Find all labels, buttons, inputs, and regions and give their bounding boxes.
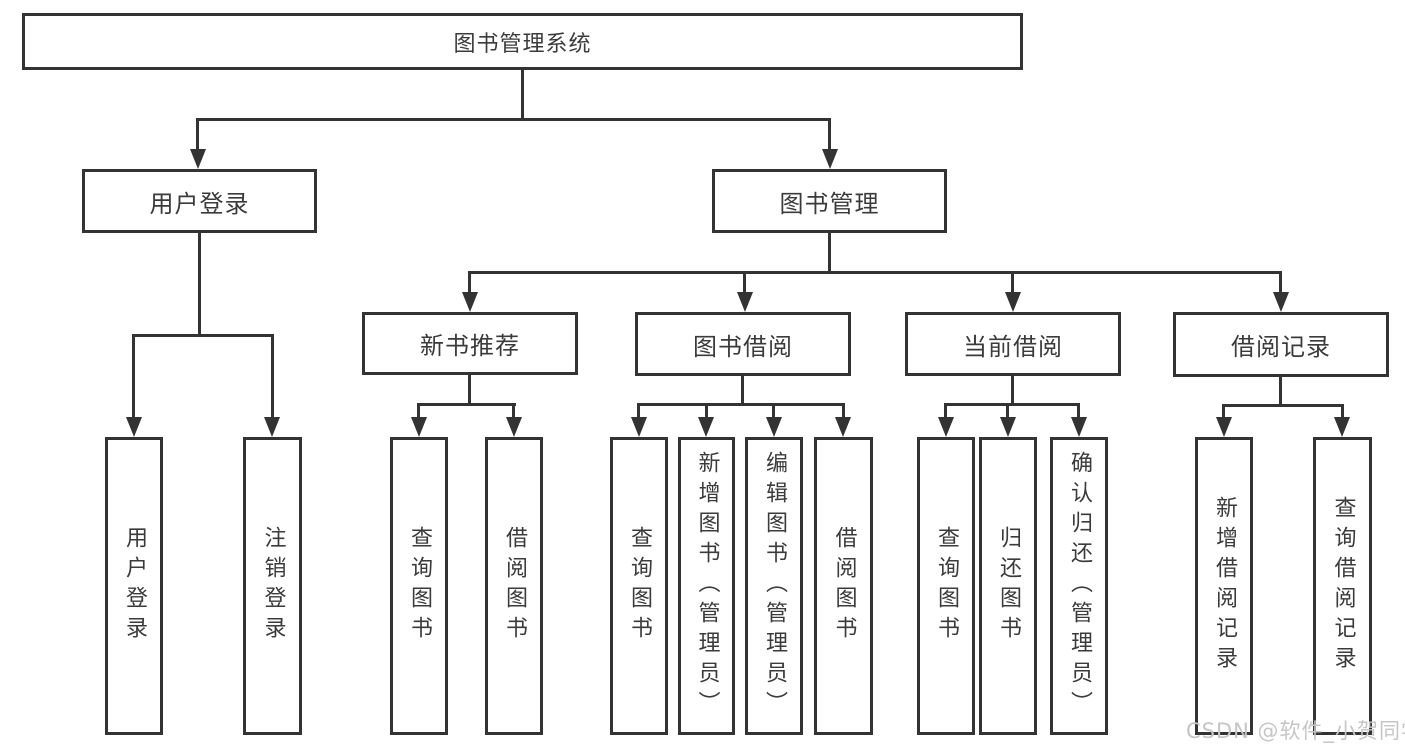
connector-line	[132, 334, 273, 337]
node-label: 图书管理系统	[453, 31, 592, 57]
node-label: 图书借阅	[693, 332, 793, 361]
node-root: 图书管理系统	[22, 13, 1023, 70]
node-label: 注销登录	[260, 526, 286, 646]
leaf-query-book-2: 查询图书	[610, 437, 668, 735]
leaf-add-borrow-record: 新增借阅记录	[1195, 437, 1253, 735]
arrow-down-icon	[506, 417, 522, 437]
connector-line	[743, 271, 746, 294]
node-label: 确认归还（管理员）	[1067, 451, 1092, 721]
arrow-down-icon	[698, 417, 714, 437]
connector-line	[1011, 376, 1014, 405]
connector-line	[1279, 377, 1282, 405]
arrow-down-icon	[190, 149, 206, 169]
node-label: 当前借阅	[963, 332, 1063, 361]
node-label: 用户登录	[122, 526, 147, 646]
leaf-confirm-return-admin: 确认归还（管理员）	[1050, 437, 1108, 735]
node-book-management: 图书管理	[712, 169, 947, 233]
connector-line	[417, 403, 420, 419]
connector-line	[132, 334, 135, 419]
connector-line	[468, 271, 1281, 274]
connector-line	[944, 403, 1080, 406]
leaf-return-book: 归还图书	[979, 437, 1037, 735]
arrow-down-icon	[126, 417, 142, 437]
node-label: 借阅记录	[1231, 333, 1331, 361]
connector-line	[521, 70, 524, 118]
node-label: 借阅图书	[831, 526, 857, 646]
arrow-down-icon	[411, 417, 427, 437]
connector-line	[637, 403, 845, 406]
connector-line	[772, 403, 775, 419]
node-label: 图书管理	[779, 189, 880, 218]
arrow-down-icon	[1216, 417, 1232, 437]
watermark: CSDN @软件_小贺同学	[1186, 719, 1405, 743]
leaf-query-book-1: 查询图书	[390, 437, 448, 735]
connector-line	[1077, 403, 1080, 419]
arrow-down-icon	[1334, 417, 1350, 437]
arrow-down-icon	[264, 417, 280, 437]
node-borrow-record: 借阅记录	[1173, 312, 1389, 377]
connector-line	[842, 403, 845, 419]
node-current-borrow: 当前借阅	[905, 312, 1121, 376]
connector-line	[196, 118, 199, 152]
arrow-down-icon	[1005, 292, 1021, 312]
arrow-down-icon	[631, 417, 647, 437]
connector-line	[741, 376, 744, 405]
connector-line	[828, 233, 831, 273]
leaf-borrow-book-1: 借阅图书	[485, 437, 543, 735]
arrow-down-icon	[1273, 292, 1289, 312]
leaf-edit-book-admin: 编辑图书（管理员）	[745, 437, 803, 735]
connector-line	[1341, 404, 1344, 419]
node-user-login: 用户登录	[82, 169, 317, 233]
leaf-query-borrow-record: 查询借阅记录	[1313, 437, 1372, 735]
leaf-query-book-3: 查询图书	[917, 437, 975, 735]
connector-line	[705, 403, 708, 419]
arrow-down-icon	[737, 292, 753, 312]
arrow-down-icon	[462, 292, 478, 312]
leaf-user-login: 用户登录	[105, 437, 163, 735]
node-label: 新增借阅记录	[1212, 496, 1237, 676]
connector-line	[468, 375, 471, 406]
node-label: 用户登录	[149, 189, 250, 218]
node-label: 新增图书（管理员）	[694, 451, 720, 721]
connector-line	[828, 118, 831, 152]
leaf-borrow-book-2: 借阅图书	[814, 437, 873, 735]
node-book-borrow: 图书借阅	[635, 312, 851, 376]
leaf-add-book-admin: 新增图书（管理员）	[678, 437, 735, 735]
arrow-down-icon	[766, 417, 782, 437]
arrow-down-icon	[835, 417, 851, 437]
connector-line	[198, 233, 201, 336]
connector-line	[468, 271, 471, 294]
node-label: 借阅图书	[502, 526, 527, 646]
connector-line	[1006, 403, 1009, 419]
arrow-down-icon	[1071, 417, 1087, 437]
connector-line	[1279, 271, 1282, 294]
connector-line	[1222, 404, 1344, 407]
connector-line	[271, 334, 274, 419]
arrow-down-icon	[822, 149, 838, 169]
connector-line	[512, 403, 515, 419]
connector-line	[637, 403, 640, 419]
arrow-down-icon	[1000, 417, 1016, 437]
connector-line	[944, 403, 947, 419]
connector-line	[417, 403, 516, 406]
arrow-down-icon	[938, 417, 954, 437]
node-label: 查询图书	[934, 526, 959, 646]
node-new-book-recommend: 新书推荐	[362, 312, 578, 375]
node-label: 查询图书	[627, 526, 652, 646]
node-label: 编辑图书（管理员）	[762, 451, 787, 721]
node-label: 查询借阅记录	[1330, 496, 1356, 676]
connector-line	[196, 118, 831, 121]
connector-line	[1222, 404, 1225, 419]
leaf-logout: 注销登录	[243, 437, 302, 735]
connector-line	[1011, 271, 1014, 294]
node-label: 新书推荐	[420, 332, 520, 360]
node-label: 归还图书	[996, 526, 1021, 646]
node-label: 查询图书	[407, 526, 432, 646]
